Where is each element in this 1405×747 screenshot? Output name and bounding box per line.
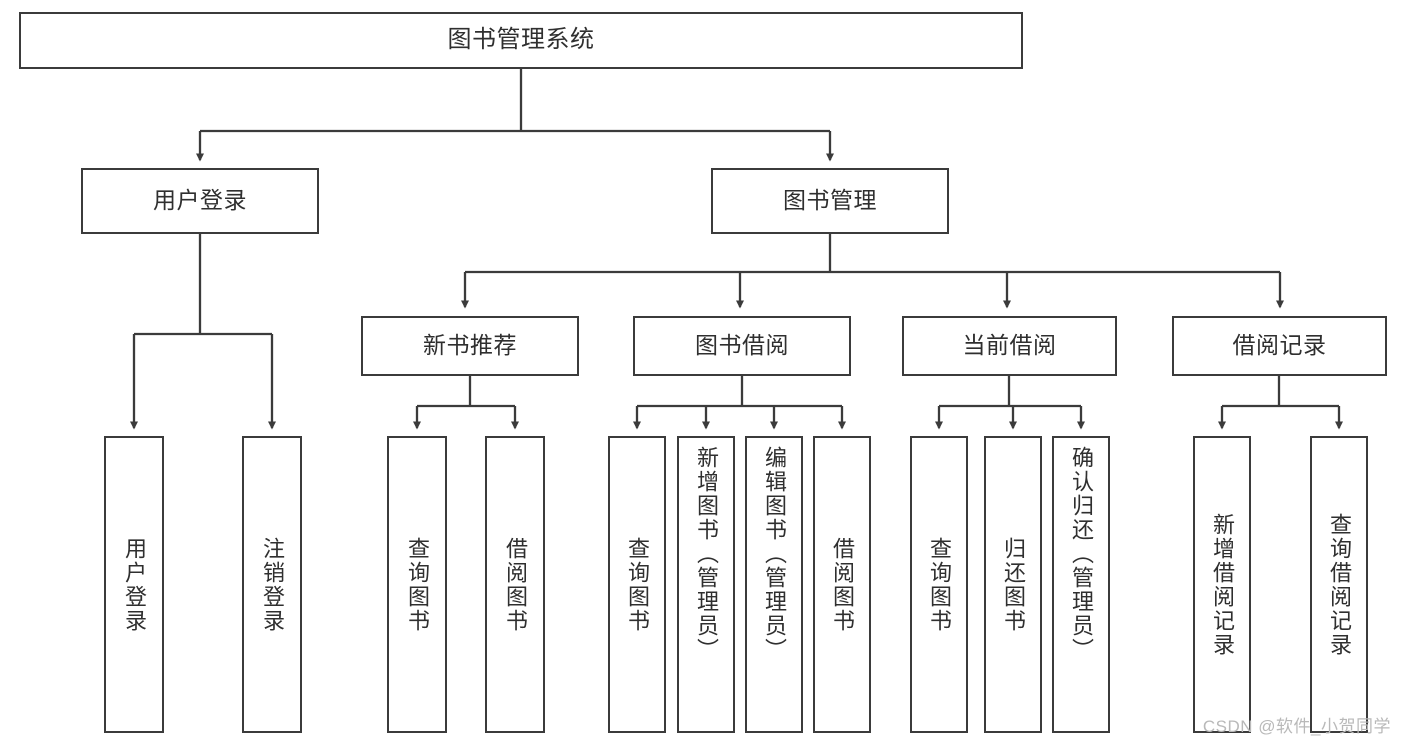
node-leaf-rec-search-label: 查询借阅记录 <box>1327 512 1352 657</box>
node-book-borrow-label: 图书借阅 <box>695 332 789 359</box>
node-leaf-borrow-query[interactable]: 查询图书 <box>608 436 666 733</box>
node-root-label: 图书管理系统 <box>447 26 595 54</box>
node-leaf-borrow-edit-label: 编辑图书（管理员） <box>762 446 787 662</box>
node-root[interactable]: 图书管理系统 <box>19 12 1023 69</box>
node-user-login-label: 用户登录 <box>153 187 247 214</box>
node-new-book-rec-label: 新书推荐 <box>423 332 517 359</box>
node-leaf-rec-borrow[interactable]: 借阅图书 <box>485 436 545 733</box>
node-current-borrow[interactable]: 当前借阅 <box>902 316 1117 376</box>
node-borrow-record-label: 借阅记录 <box>1232 332 1327 359</box>
node-leaf-cur-query-label: 查询图书 <box>927 536 952 633</box>
node-leaf-rec-add-label: 新增借阅记录 <box>1210 512 1235 657</box>
node-user-login[interactable]: 用户登录 <box>81 168 319 234</box>
node-leaf-borrow-query-label: 查询图书 <box>625 536 650 633</box>
node-leaf-cur-query[interactable]: 查询图书 <box>910 436 968 733</box>
node-current-borrow-label: 当前借阅 <box>962 332 1057 359</box>
node-leaf-cur-return[interactable]: 归还图书 <box>984 436 1042 733</box>
node-leaf-user-login[interactable]: 用户登录 <box>104 436 164 733</box>
node-leaf-user-logout-label: 注销登录 <box>260 536 285 633</box>
node-leaf-cur-confirm-label: 确认归还（管理员） <box>1069 446 1094 662</box>
node-leaf-borrow-edit[interactable]: 编辑图书（管理员） <box>745 436 803 733</box>
node-leaf-borrow-lend[interactable]: 借阅图书 <box>813 436 871 733</box>
node-leaf-rec-search[interactable]: 查询借阅记录 <box>1310 436 1368 733</box>
node-leaf-cur-confirm[interactable]: 确认归还（管理员） <box>1052 436 1110 733</box>
node-leaf-rec-add[interactable]: 新增借阅记录 <box>1193 436 1251 733</box>
node-book-manage-label: 图书管理 <box>783 187 877 214</box>
node-leaf-borrow-add-label: 新增图书（管理员） <box>694 446 719 662</box>
node-leaf-user-logout[interactable]: 注销登录 <box>242 436 302 733</box>
node-leaf-borrow-add[interactable]: 新增图书（管理员） <box>677 436 735 733</box>
node-leaf-rec-query[interactable]: 查询图书 <box>387 436 447 733</box>
node-borrow-record[interactable]: 借阅记录 <box>1172 316 1387 376</box>
node-leaf-rec-borrow-label: 借阅图书 <box>503 536 528 633</box>
node-leaf-borrow-lend-label: 借阅图书 <box>830 536 855 633</box>
node-book-manage[interactable]: 图书管理 <box>711 168 949 234</box>
node-leaf-rec-query-label: 查询图书 <box>405 536 430 633</box>
node-leaf-cur-return-label: 归还图书 <box>1001 536 1026 633</box>
node-book-borrow[interactable]: 图书借阅 <box>633 316 851 376</box>
node-new-book-rec[interactable]: 新书推荐 <box>361 316 579 376</box>
csdn-watermark: CSDN @软件_小贺同学 <box>1202 717 1391 736</box>
node-leaf-user-login-label: 用户登录 <box>122 536 147 633</box>
